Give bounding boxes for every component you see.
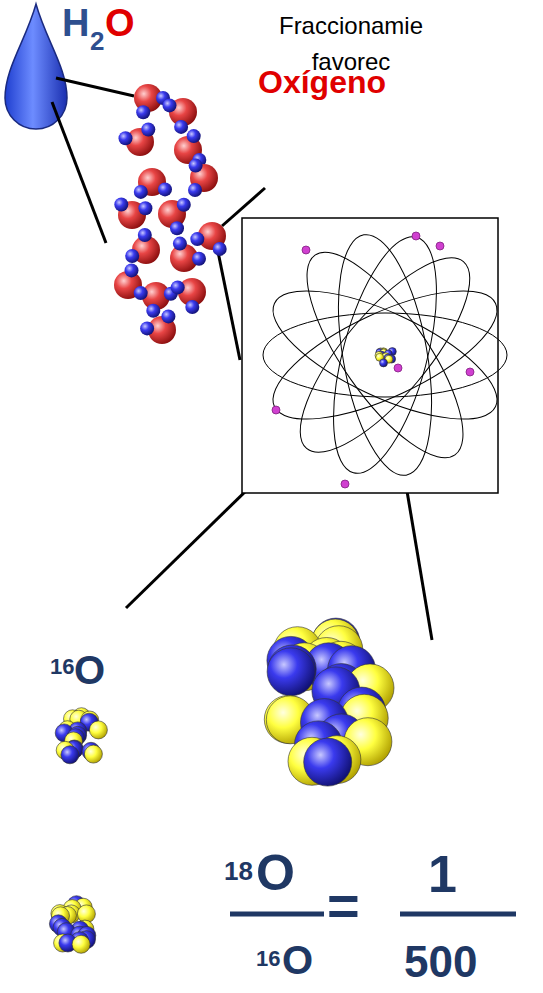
electron xyxy=(394,364,402,372)
electron xyxy=(436,242,444,250)
hydrogen-sphere xyxy=(177,198,191,212)
element-symbol: O xyxy=(282,940,313,980)
formula-subscript: 2 xyxy=(90,28,104,54)
hydrogen-sphere xyxy=(189,159,203,173)
nucleon xyxy=(380,359,388,367)
hydrogen-sphere xyxy=(173,237,187,251)
electron xyxy=(272,406,280,414)
hydrogen-sphere xyxy=(158,182,172,196)
hydrogen-sphere xyxy=(163,98,177,112)
hydrogen-sphere xyxy=(161,309,175,323)
hydrogen-sphere xyxy=(174,120,188,134)
hydrogen-sphere xyxy=(170,221,184,235)
fraction-bars xyxy=(230,912,516,917)
atom-box xyxy=(242,218,498,493)
hydrogen-sphere xyxy=(141,123,155,137)
ratio-number: 500 xyxy=(404,940,477,984)
orbit xyxy=(274,235,495,476)
mass-number: 16 xyxy=(50,656,74,678)
nucleon xyxy=(267,648,315,696)
orbit xyxy=(313,226,457,483)
hydrogen-sphere xyxy=(187,129,201,143)
hydrogen-sphere xyxy=(171,280,185,294)
hydrogen-sphere xyxy=(125,263,139,277)
nucleon xyxy=(89,721,107,739)
mass-number: 16 xyxy=(256,948,280,970)
mass-number: 18 xyxy=(224,858,253,884)
hydrogen-sphere xyxy=(188,183,202,197)
equals-sign: = xyxy=(327,878,360,934)
nucleon xyxy=(72,935,90,953)
electron xyxy=(341,480,349,488)
hydrogen-sphere xyxy=(213,242,227,256)
water-drop xyxy=(5,4,67,129)
hydrogen-sphere xyxy=(119,131,133,145)
hydrogen-sphere xyxy=(140,321,154,335)
orbit xyxy=(263,313,507,397)
element-symbol: O xyxy=(256,848,295,898)
hydrogen-sphere xyxy=(185,300,199,314)
hydrogen-sphere xyxy=(190,232,204,246)
orbit xyxy=(257,265,514,444)
formula-letter: O xyxy=(105,4,135,42)
nucleon xyxy=(304,738,352,786)
hydrogen-sphere xyxy=(125,249,139,263)
electron xyxy=(302,246,310,254)
electrons xyxy=(272,232,474,488)
element-symbol: O xyxy=(74,650,105,690)
electron-orbits xyxy=(257,226,514,483)
water-molecules xyxy=(114,84,227,344)
ratio-number: 1 xyxy=(428,848,457,900)
electron xyxy=(466,368,474,376)
hydrogen-sphere xyxy=(138,228,152,242)
element-name: Oxígeno xyxy=(258,66,386,98)
electron xyxy=(412,232,420,240)
hydrogen-sphere xyxy=(138,201,152,215)
nucleon xyxy=(61,746,79,764)
formula-letter: H xyxy=(62,4,89,42)
orbit xyxy=(281,231,490,479)
hydrogen-sphere xyxy=(134,286,148,300)
hydrogen-sphere xyxy=(136,105,150,119)
hydrogen-sphere xyxy=(146,304,160,318)
hydrogen-sphere xyxy=(114,198,128,212)
nuclei xyxy=(49,348,396,954)
nucleon xyxy=(84,745,102,763)
hydrogen-sphere xyxy=(192,252,206,266)
hydrogen-sphere xyxy=(134,185,148,199)
orbit xyxy=(257,265,514,444)
